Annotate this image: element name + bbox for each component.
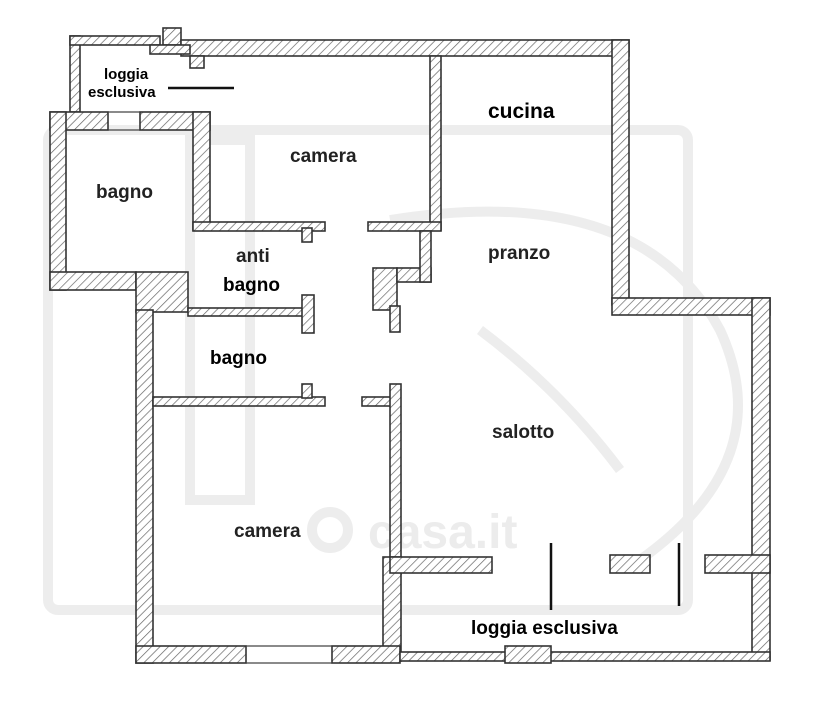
room-label-pranzo: pranzo bbox=[488, 243, 550, 264]
watermark-logo bbox=[43, 125, 743, 615]
room-label-camera-top: camera bbox=[290, 146, 357, 167]
room-label-salotto: salotto bbox=[492, 422, 554, 443]
room-label-anti-bagno-1: anti bbox=[236, 246, 270, 267]
window-lines bbox=[108, 86, 681, 664]
room-label-camera-bottom: camera bbox=[234, 521, 301, 542]
room-label-bagno-left: bagno bbox=[96, 182, 153, 203]
room-label-bagno-mid: bagno bbox=[210, 348, 267, 369]
room-label-cucina: cucina bbox=[488, 100, 555, 123]
walls bbox=[49, 27, 771, 664]
room-label-anti-bagno-2: bagno bbox=[223, 275, 280, 296]
room-label-loggia-top: loggia bbox=[104, 66, 149, 83]
room-label-loggia-bottom: loggia esclusiva bbox=[471, 618, 618, 639]
room-label-loggia-top-2: esclusiva bbox=[88, 84, 156, 101]
